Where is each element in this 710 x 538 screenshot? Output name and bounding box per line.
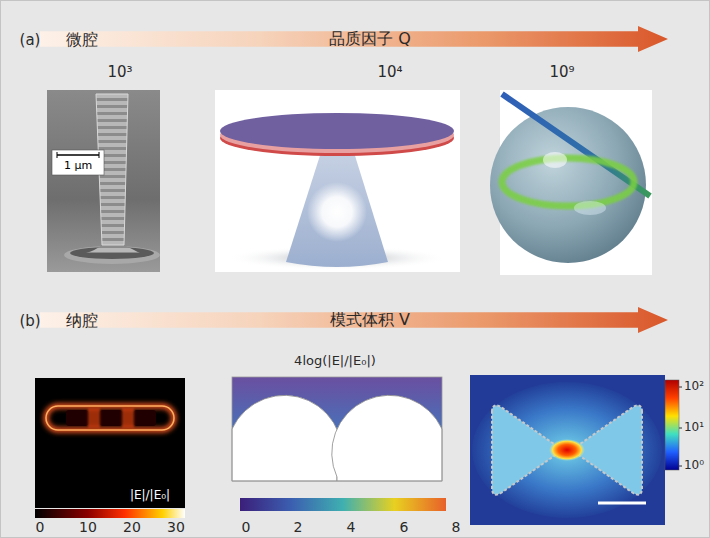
q-value: 10⁴: [377, 64, 402, 81]
micropillar-image: [47, 90, 160, 272]
panel-letter: (a): [20, 32, 41, 49]
colorbar-title: |E|/|E₀|: [128, 489, 172, 502]
dimer-field-image: [232, 377, 446, 511]
bowtie-field-image: [470, 375, 682, 525]
microdisk-image: [215, 90, 460, 272]
nanobeam-field-image: [35, 378, 185, 518]
colorbar-tick: 4: [347, 520, 356, 535]
gradient-arrow: 品质因子 Q: [40, 26, 668, 52]
gradient-arrow: 模式体积 V: [40, 307, 668, 333]
scale-bar-label: 1 μm: [64, 160, 92, 172]
colorbar-tick: 30: [167, 520, 185, 535]
colorbar-tick: 10²: [684, 380, 704, 393]
colorbar-tick: 8: [452, 520, 461, 535]
panel-name: 纳腔: [66, 312, 98, 330]
axis-title: 品质因子 Q: [329, 29, 411, 50]
q-value: 10³: [107, 64, 132, 81]
colorbar-tick: 20: [123, 520, 141, 535]
arrow-body: [40, 26, 668, 52]
axis-title: 模式体积 V: [330, 310, 410, 331]
colorbar-tick: 10: [79, 520, 97, 535]
q-value: 10⁹: [549, 64, 574, 81]
colorbar-tick: 2: [294, 520, 303, 535]
panel-name: 微腔: [66, 31, 98, 49]
colorbar-tick: 0: [36, 520, 45, 535]
panel-letter: (b): [19, 313, 40, 330]
colorbar-tick: 10¹: [684, 421, 704, 434]
colorbar-tick: 0: [242, 520, 251, 535]
colorbar-tick: 6: [400, 520, 409, 535]
arrow-body: [40, 307, 668, 333]
colorbar-title: 4log(|E|/|E₀|): [294, 354, 376, 368]
microsphere-image: [490, 90, 652, 275]
colorbar-tick: 10⁰: [684, 459, 704, 472]
